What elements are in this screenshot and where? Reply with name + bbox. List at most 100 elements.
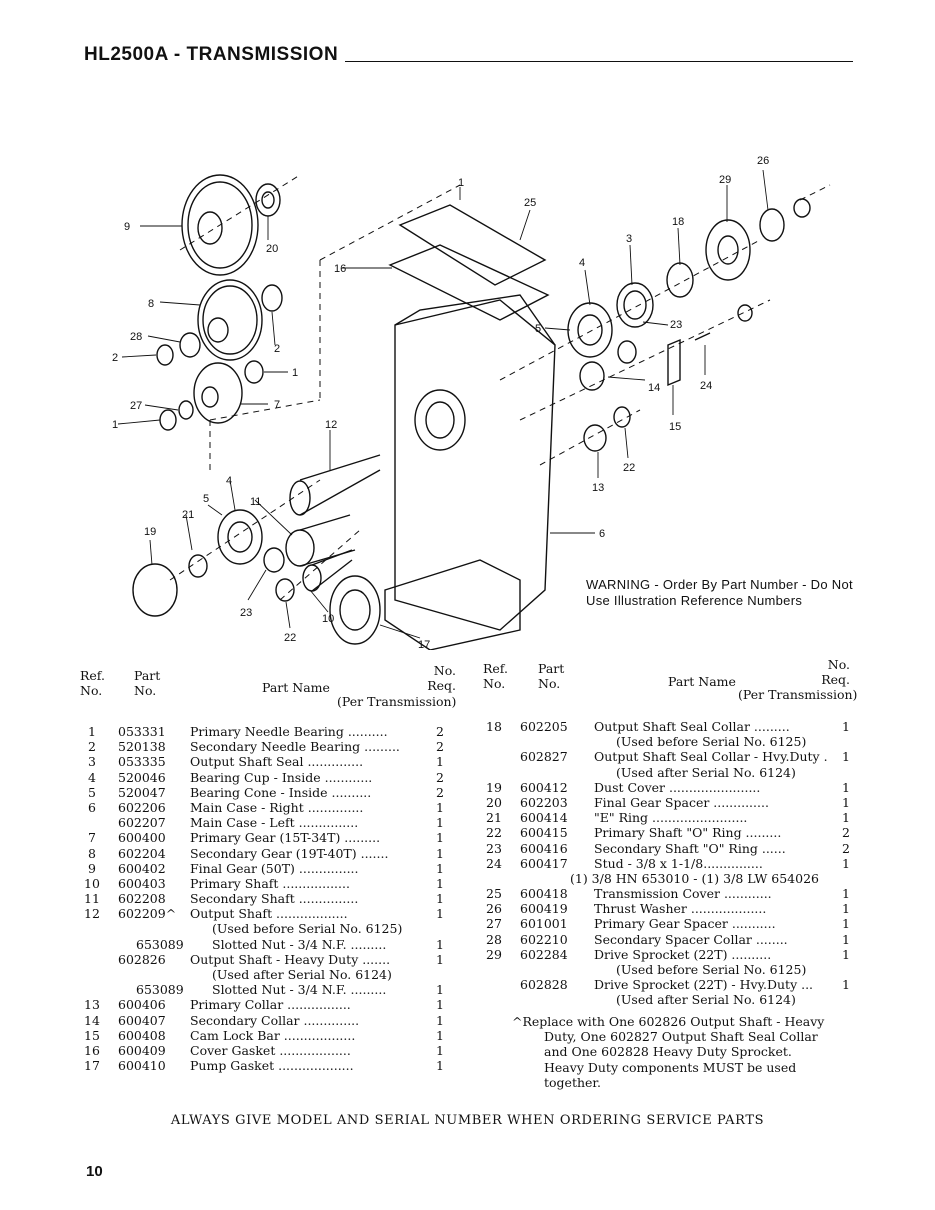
part-ref: 22 bbox=[486, 825, 502, 841]
exploded-diagram: 9 20 8 28 2 2 1 27 7 1 16 1 25 4 3 18 29… bbox=[112, 155, 831, 650]
part-name: Output Shaft Seal .............. bbox=[190, 754, 364, 770]
left-header-qty: No. Req. bbox=[427, 663, 456, 693]
part-name: Final Gear (50T) ............... bbox=[190, 860, 359, 876]
part-ref: 4 bbox=[88, 769, 96, 785]
parts-row: (Used after Serial No. 6124) bbox=[484, 992, 852, 1007]
part-qty: 2 bbox=[436, 724, 444, 739]
right-header-name: Part Name bbox=[668, 674, 736, 689]
part-name: Primary Gear Spacer ........... bbox=[594, 916, 776, 932]
part-name: Cam Lock Bar .................. bbox=[190, 1027, 356, 1043]
callout-8: 8 bbox=[148, 298, 154, 310]
callout-6: 6 bbox=[599, 528, 605, 540]
part-part: 602827 bbox=[520, 749, 568, 765]
part-part: 602204 bbox=[118, 845, 166, 861]
part-name: Stud - 3/8 x 1-1/8............... bbox=[594, 855, 763, 871]
part-part: 602284 bbox=[520, 946, 568, 962]
callout-17: 17 bbox=[418, 639, 430, 650]
part-qty: 2 bbox=[436, 784, 444, 800]
part-ref: 19 bbox=[486, 779, 502, 795]
part-qty: 1 bbox=[842, 810, 850, 826]
part-qty: 1 bbox=[436, 936, 444, 952]
part-qty: 1 bbox=[842, 946, 850, 962]
callout-2a: 2 bbox=[112, 352, 118, 364]
part-part: 600403 bbox=[118, 875, 166, 891]
part-part: 602828 bbox=[520, 977, 568, 993]
part-name: Pump Gasket ................... bbox=[190, 1058, 354, 1074]
part-ref: 28 bbox=[486, 931, 502, 947]
callout-29: 29 bbox=[719, 174, 731, 186]
part-name: Secondary Needle Bearing ......... bbox=[190, 739, 400, 755]
part-name: Dust Cover ....................... bbox=[594, 779, 761, 795]
part-name: Bearing Cup - Inside ............ bbox=[190, 769, 373, 785]
part-part: 653089 bbox=[136, 936, 184, 952]
part-part: 601001 bbox=[520, 916, 568, 932]
part-qty: 2 bbox=[842, 825, 850, 841]
part-ref: 20 bbox=[486, 794, 502, 810]
callout-7: 7 bbox=[274, 399, 280, 411]
callout-14: 14 bbox=[648, 382, 660, 394]
part-part: 602207 bbox=[118, 815, 166, 831]
callout-10: 10 bbox=[322, 613, 334, 625]
part-ref: 29 bbox=[486, 946, 502, 962]
part-part: 600412 bbox=[520, 779, 568, 795]
part-part: 053331 bbox=[118, 724, 166, 739]
left-header-part: Part No. bbox=[134, 668, 161, 698]
part-ref: 2 bbox=[88, 739, 96, 755]
callout-13: 13 bbox=[592, 482, 604, 494]
part-qty: 1 bbox=[436, 875, 444, 891]
callout-23b: 23 bbox=[240, 607, 252, 619]
part-part: 600416 bbox=[520, 840, 568, 856]
page-title: HL2500A - TRANSMISSION bbox=[84, 44, 339, 65]
left-header-ref: Ref. No. bbox=[80, 668, 105, 698]
part-qty: 1 bbox=[842, 977, 850, 993]
part-part: 600406 bbox=[118, 997, 166, 1013]
part-name: Final Gear Spacer .............. bbox=[594, 794, 769, 810]
part-name: (Used before Serial No. 6125) bbox=[212, 921, 403, 937]
part-qty: 1 bbox=[842, 719, 850, 734]
part-qty: 1 bbox=[842, 779, 850, 795]
callout-3: 3 bbox=[626, 233, 632, 245]
part-part: 600417 bbox=[520, 855, 568, 871]
part-qty: 1 bbox=[842, 901, 850, 917]
parts-row: 602828 Drive Sprocket (22T) - Hvy.Duty ..… bbox=[484, 977, 852, 992]
part-qty: 1 bbox=[842, 794, 850, 810]
part-ref: 18 bbox=[486, 719, 502, 734]
parts-row: (Used before Serial No. 6125) bbox=[82, 921, 452, 936]
callout-23a: 23 bbox=[670, 319, 682, 331]
part-name: (1) 3/8 HN 653010 - (1) 3/8 LW 654026 bbox=[570, 870, 819, 886]
callout-22a: 22 bbox=[623, 462, 635, 474]
part-ref: 6 bbox=[88, 799, 96, 815]
part-ref: 8 bbox=[88, 845, 96, 861]
part-name: Drive Sprocket (22T) - Hvy.Duty ... bbox=[594, 977, 814, 993]
callout-11: 11 bbox=[250, 496, 261, 508]
parts-row: (1) 3/8 HN 653010 - (1) 3/8 LW 654026 bbox=[484, 871, 852, 886]
replacement-footnote: ^Replace with One 602826 Output Shaft - … bbox=[512, 1014, 842, 1090]
part-part: 053335 bbox=[118, 754, 166, 770]
callout-18: 18 bbox=[672, 216, 684, 228]
title-rule bbox=[345, 61, 853, 62]
part-part: 600419 bbox=[520, 901, 568, 917]
part-qty: 1 bbox=[436, 830, 444, 846]
part-part: 520047 bbox=[118, 784, 166, 800]
footnote-line: Duty, One 602827 Output Shaft Seal Colla… bbox=[544, 1029, 818, 1045]
part-ref: 10 bbox=[84, 875, 100, 891]
part-name: Bearing Cone - Inside .......... bbox=[190, 784, 372, 800]
part-ref: 15 bbox=[84, 1027, 100, 1043]
